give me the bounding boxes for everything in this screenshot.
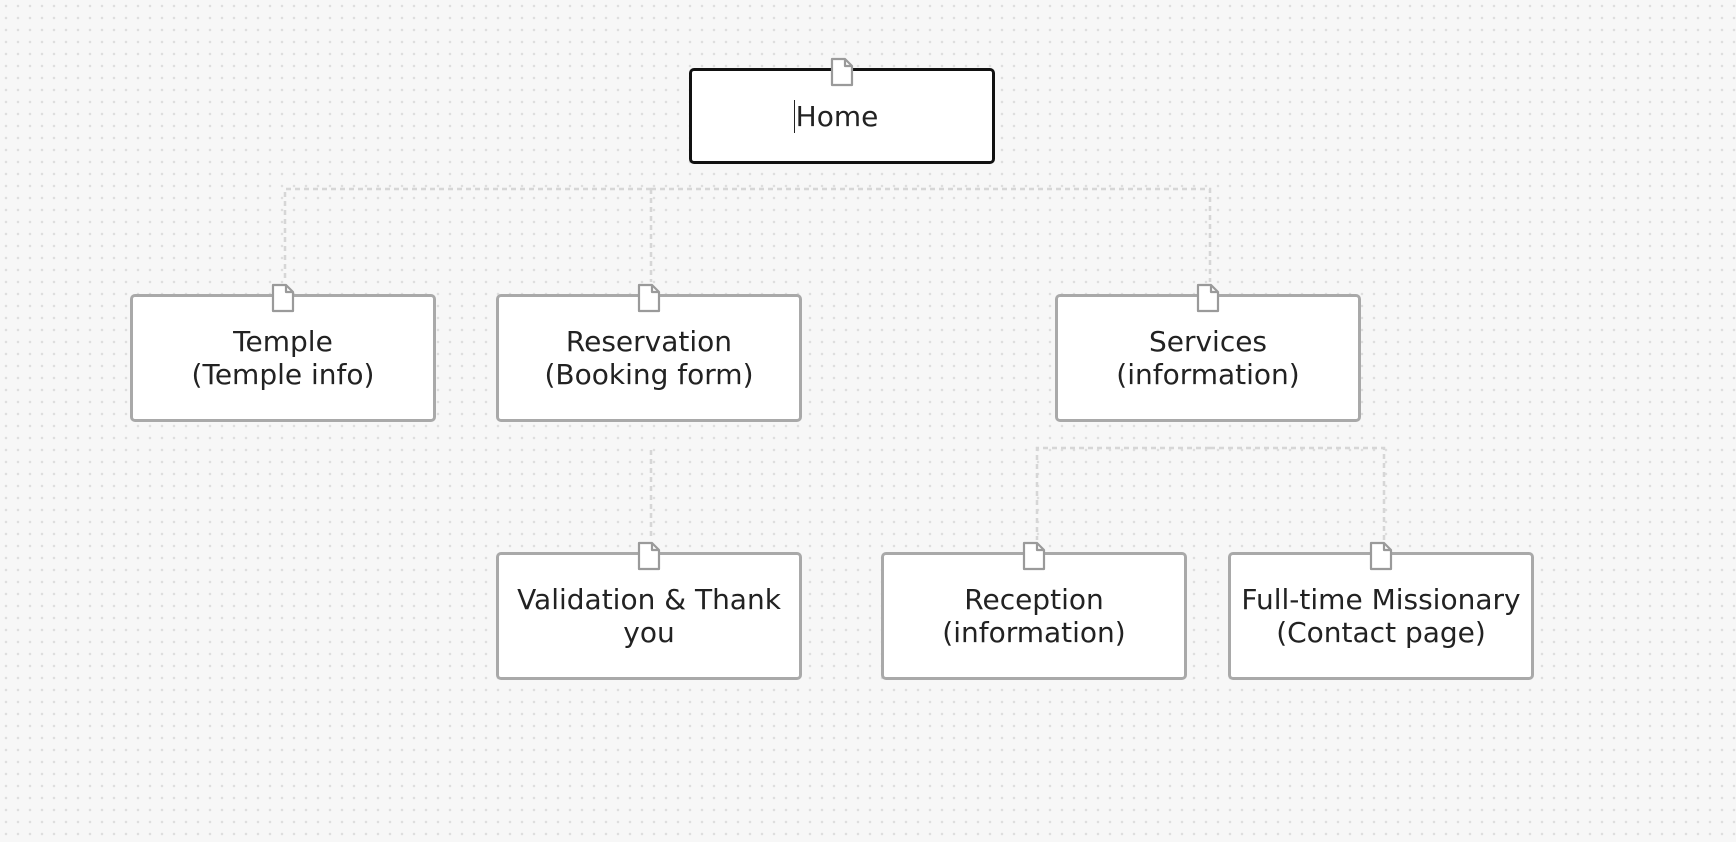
node-validation[interactable]: Validation & Thank you [496, 541, 802, 680]
connector-services-reception [1035, 446, 1210, 540]
page-icon [637, 283, 661, 313]
page-icon [1196, 283, 1220, 313]
node-services-label: Services (information) [1116, 325, 1300, 391]
page-icon [271, 283, 295, 313]
node-services[interactable]: Services (information) [1055, 283, 1361, 422]
node-temple-label: Temple (Temple info) [191, 325, 375, 391]
node-validation-label: Validation & Thank you [517, 583, 781, 649]
node-reservation-label: Reservation (Booking form) [544, 325, 754, 391]
page-icon [1022, 541, 1046, 571]
node-temple[interactable]: Temple (Temple info) [130, 283, 436, 422]
page-icon [830, 57, 854, 87]
node-missionary-label: Full-time Missionary (Contact page) [1241, 583, 1521, 649]
connector-home-services [651, 187, 1212, 282]
node-home-label: Home [793, 99, 889, 133]
node-reception-label: Reception (information) [942, 583, 1126, 649]
page-icon [1369, 541, 1393, 571]
node-reservation[interactable]: Reservation (Booking form) [496, 283, 802, 422]
connector-services-missionary [1210, 446, 1386, 540]
page-icon [637, 541, 661, 571]
node-home[interactable]: Home [689, 57, 995, 164]
node-reception[interactable]: Reception (information) [881, 541, 1187, 680]
connector-home-temple [283, 187, 651, 282]
node-missionary[interactable]: Full-time Missionary (Contact page) [1228, 541, 1534, 680]
